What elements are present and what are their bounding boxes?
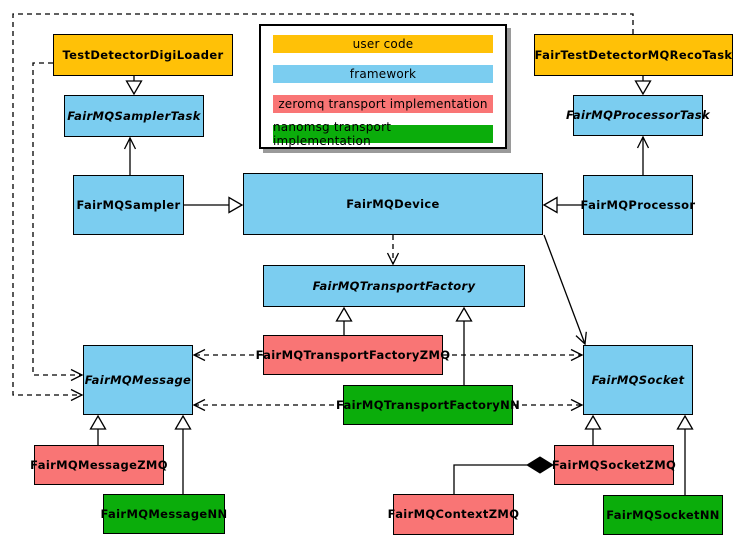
- inheritance-triangle-icon: [125, 80, 143, 96]
- edge-FairMQDevice--FairMQSocket: [543, 234, 587, 346]
- edge-FairMQDevice--FairMQTransportFactory: [386, 235, 400, 266]
- node-TestDetectorDigiLoader: TestDetectorDigiLoader: [53, 34, 233, 76]
- node-label: FairMQSamplerTask: [67, 108, 201, 123]
- legend-item-zeromq: zeromq transport implementation: [273, 95, 493, 113]
- node-label: FairTestDetectorMQRecoTask: [534, 47, 733, 62]
- edge-FairMQProcessor--FairMQDevice: [542, 196, 583, 214]
- edge-line: [12, 13, 634, 396]
- legend: user code framework zeromq transport imple…: [259, 24, 507, 149]
- edge-line: [543, 234, 586, 345]
- inheritance-triangle-icon: [228, 196, 244, 214]
- inheritance-triangle-icon: [89, 414, 107, 430]
- node-label: FairMQTransportFactory: [312, 278, 476, 293]
- node-FairMQContextZMQ: FairMQContextZMQ: [388, 494, 519, 535]
- node-FairMQSocket: FairMQSocket: [583, 345, 693, 415]
- composition-diamond-icon: [526, 456, 554, 474]
- node-FairMQSampler: FairMQSampler: [73, 175, 184, 235]
- node-label: FairMQProcessorTask: [565, 108, 711, 123]
- node-FairMQTransportFactoryNN: FairMQTransportFactoryNN: [336, 385, 520, 425]
- node-FairTestDetectorMQRecoTask: FairTestDetectorMQRecoTask: [534, 34, 733, 76]
- node-FairMQTransportFactoryZMQ: FairMQTransportFactoryZMQ: [256, 335, 450, 375]
- edge-line: [32, 62, 82, 376]
- node-label: FairMQProcessor: [580, 197, 696, 212]
- legend-item-label: framework: [349, 67, 417, 81]
- inheritance-triangle-icon: [455, 306, 473, 322]
- inheritance-triangle-icon: [676, 414, 694, 430]
- edge-FairMQTransportFactoryNN--FairMQMessage: [192, 398, 343, 412]
- node-label: FairMQSocket: [591, 372, 685, 387]
- edge-FairTestDetectorMQRecoTask--FairMQProcessorTask: [634, 76, 652, 96]
- edge-TestDetectorDigiLoader--FairMQSamplerTask: [125, 76, 143, 96]
- edge-FairMQMessageZMQ--FairMQMessage: [89, 414, 107, 445]
- node-label: FairMQTransportFactoryNN: [335, 397, 521, 412]
- node-FairMQMessageZMQ: FairMQMessageZMQ: [30, 445, 167, 485]
- open-arrowhead-icon: [192, 348, 206, 362]
- node-label: FairMQTransportFactoryZMQ: [255, 347, 451, 362]
- node-label: FairMQMessageNN: [100, 506, 228, 521]
- open-arrowhead-icon: [570, 398, 584, 412]
- inheritance-triangle-icon: [584, 414, 602, 430]
- edge-FairMQSocketNN--FairMQSocket: [676, 414, 694, 495]
- legend-item-framework: framework: [273, 65, 493, 83]
- node-label: FairMQSocketNN: [606, 507, 720, 522]
- edge-FairMQMessageNN--FairMQMessage: [174, 414, 192, 494]
- node-label: FairMQDevice: [346, 196, 440, 211]
- inheritance-triangle-icon: [542, 196, 558, 214]
- node-label: FairMQMessage: [84, 372, 192, 387]
- inheritance-triangle-icon: [335, 306, 353, 322]
- edge-line: [453, 464, 527, 494]
- edge-FairMQSocketZMQ--FairMQSocket: [584, 414, 602, 445]
- node-FairMQSocketZMQ: FairMQSocketZMQ: [551, 445, 677, 485]
- legend-item-nanomsg: nanomsg transport implementation: [273, 120, 493, 148]
- edge-FairTestDetectorMQRecoTask--FairMQMessage: [12, 13, 634, 402]
- inheritance-triangle-icon: [634, 80, 652, 96]
- node-FairMQMessageNN: FairMQMessageNN: [100, 494, 228, 534]
- edge-FairMQTransportFactoryNN--FairMQSocket: [513, 398, 584, 412]
- node-FairMQProcessorTask: FairMQProcessorTask: [566, 95, 710, 136]
- node-label: FairMQMessageZMQ: [30, 457, 168, 472]
- edge-FairMQTransportFactoryNN--FairMQTransportFactory: [455, 306, 473, 385]
- legend-items: user code framework zeromq transport imple…: [273, 35, 493, 148]
- edge-FairMQTransportFactoryZMQ--FairMQTransportFactory: [335, 306, 353, 335]
- node-FairMQProcessor: FairMQProcessor: [580, 175, 696, 235]
- edge-FairMQProcessor--FairMQProcessorTask: [636, 135, 650, 175]
- node-FairMQDevice: FairMQDevice: [243, 173, 543, 235]
- node-label: TestDetectorDigiLoader: [62, 47, 224, 62]
- legend-item-label: zeromq transport implementation: [278, 97, 488, 111]
- node-label: FairMQSocketZMQ: [551, 457, 677, 472]
- node-FairMQTransportFactory: FairMQTransportFactory: [263, 265, 525, 307]
- edge-FairMQContextZMQ--FairMQSocketZMQ: [453, 456, 554, 494]
- legend-item-label: user code: [352, 37, 414, 51]
- edge-FairMQTransportFactoryZMQ--FairMQMessage: [192, 348, 263, 362]
- node-label: FairMQSampler: [76, 197, 181, 212]
- node-FairMQSamplerTask: FairMQSamplerTask: [64, 95, 204, 137]
- node-FairMQSocketNN: FairMQSocketNN: [603, 495, 723, 535]
- edge-FairMQTransportFactoryZMQ--FairMQSocket: [443, 348, 584, 362]
- node-label: FairMQContextZMQ: [387, 507, 520, 522]
- node-FairMQMessage: FairMQMessage: [83, 345, 193, 415]
- edge-TestDetectorDigiLoader--FairMQMessage: [32, 62, 84, 382]
- inheritance-triangle-icon: [174, 414, 192, 430]
- legend-item-label: nanomsg transport implementation: [273, 120, 392, 148]
- edge-FairMQSampler--FairMQDevice: [184, 196, 244, 214]
- legend-item-user_code: user code: [273, 35, 493, 53]
- edge-FairMQSampler--FairMQSamplerTask: [123, 136, 137, 175]
